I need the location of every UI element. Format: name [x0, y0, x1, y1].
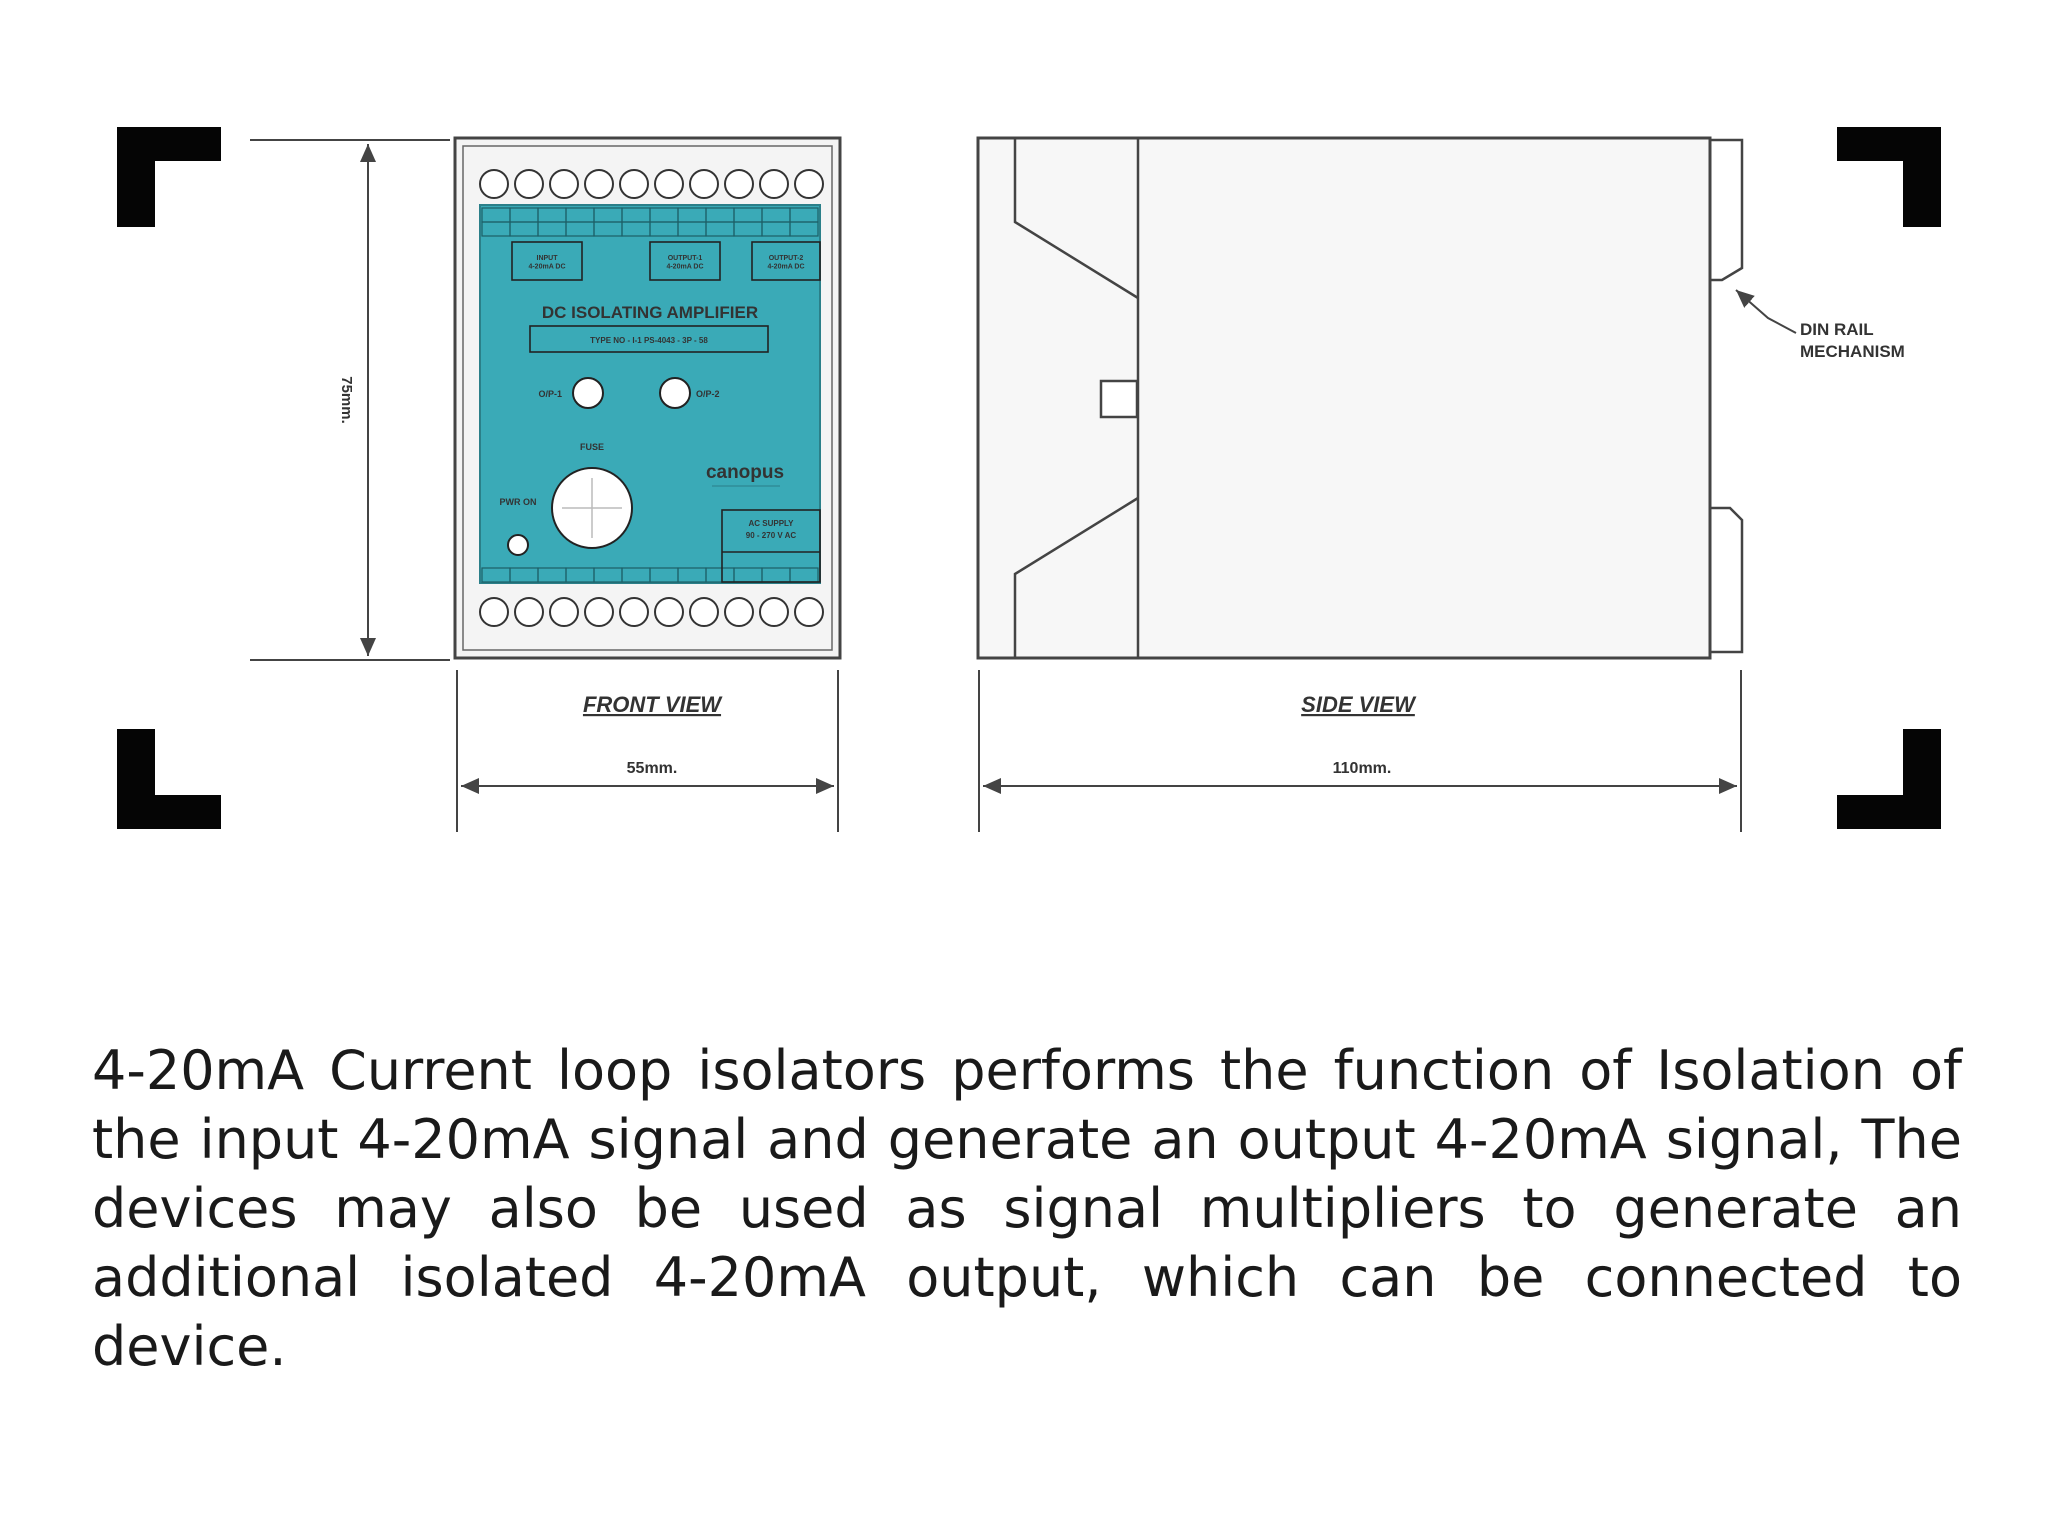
- din-rail-label-line-1: DIN RAIL: [1800, 320, 1873, 339]
- output-1-test-point: [572, 377, 604, 409]
- terminal-screw: [724, 169, 754, 199]
- terminal-screw: [724, 597, 754, 627]
- output-1-label: O/P-1: [538, 389, 562, 399]
- supply-box-label: AC SUPPLY: [748, 519, 794, 528]
- side-housing: [976, 136, 1712, 660]
- product-description: 4-20mA Current loop isolators performs t…: [92, 1039, 1962, 1378]
- corner-marks: [117, 127, 1941, 829]
- terminal-screw: [689, 169, 719, 199]
- front-width-dimension: [456, 670, 839, 832]
- terminal-cell: [789, 221, 819, 237]
- terminal-screw: [759, 597, 789, 627]
- terminal-screw: [584, 597, 614, 627]
- side-latch: [1099, 379, 1139, 419]
- terminal-screw: [514, 597, 544, 627]
- terminal-screw: [549, 597, 579, 627]
- height-dimension: [250, 139, 450, 661]
- fuse-label: FUSE: [580, 442, 604, 452]
- side-width-dimension: [978, 670, 1742, 832]
- corner-mark-top-right: [1837, 127, 1941, 227]
- terminal-screw: [619, 597, 649, 627]
- top-terminal-strip: [481, 207, 819, 237]
- terminal-screw: [584, 169, 614, 199]
- type-code-box: [529, 325, 769, 353]
- panel-title: DC ISOLATING AMPLIFIER: [542, 303, 758, 322]
- corner-mark-top-left: [117, 127, 221, 227]
- output1-box: [649, 241, 721, 281]
- terminal-screw: [549, 169, 579, 199]
- terminal-screw: [689, 597, 719, 627]
- terminal-screw: [794, 169, 824, 199]
- corner-mark-bottom-left: [117, 729, 221, 829]
- terminal-screw: [794, 597, 824, 627]
- terminal-screw: [514, 169, 544, 199]
- din-rail-clip: [1710, 138, 1744, 282]
- front-width-label: 55mm.: [627, 760, 678, 777]
- brand-logo: canopus: [706, 462, 784, 483]
- din-rail-callout: [1735, 289, 1797, 334]
- terminal-screw: [479, 169, 509, 199]
- terminal-screw: [759, 169, 789, 199]
- power-on-label: PWR ON: [500, 497, 537, 507]
- input-box: [511, 241, 583, 281]
- terminal-screw: [619, 169, 649, 199]
- din-rail-label: DIN RAIL MECHANISM: [1800, 320, 1905, 361]
- side-view-title: SIDE VIEW: [1301, 692, 1417, 717]
- terminal-screw: [654, 597, 684, 627]
- terminal-screw: [479, 597, 509, 627]
- front-view-title: FRONT VIEW: [583, 692, 723, 717]
- corner-mark-bottom-right: [1837, 729, 1941, 829]
- supply-box-label: 90 - 270 V AC: [746, 531, 797, 540]
- supply-box: [721, 509, 821, 583]
- terminal-screw: [654, 169, 684, 199]
- side-view: DIN RAIL MECHANISM SIDE VIEW 110mm.: [976, 136, 1905, 832]
- output2-box: [751, 241, 821, 281]
- output-2-test-point: [659, 377, 691, 409]
- side-width-label: 110mm.: [1333, 760, 1392, 777]
- din-rail-label-line-2: MECHANISM: [1800, 342, 1905, 361]
- power-on-led: [507, 534, 529, 556]
- output-2-label: O/P-2: [696, 389, 720, 399]
- bottom-terminal-screws: [479, 597, 824, 627]
- height-dimension-label: 75mm.: [338, 376, 355, 424]
- type-code: TYPE NO - I-1 PS-4043 - 3P - 58: [590, 336, 708, 345]
- top-terminal-screws: [479, 169, 824, 199]
